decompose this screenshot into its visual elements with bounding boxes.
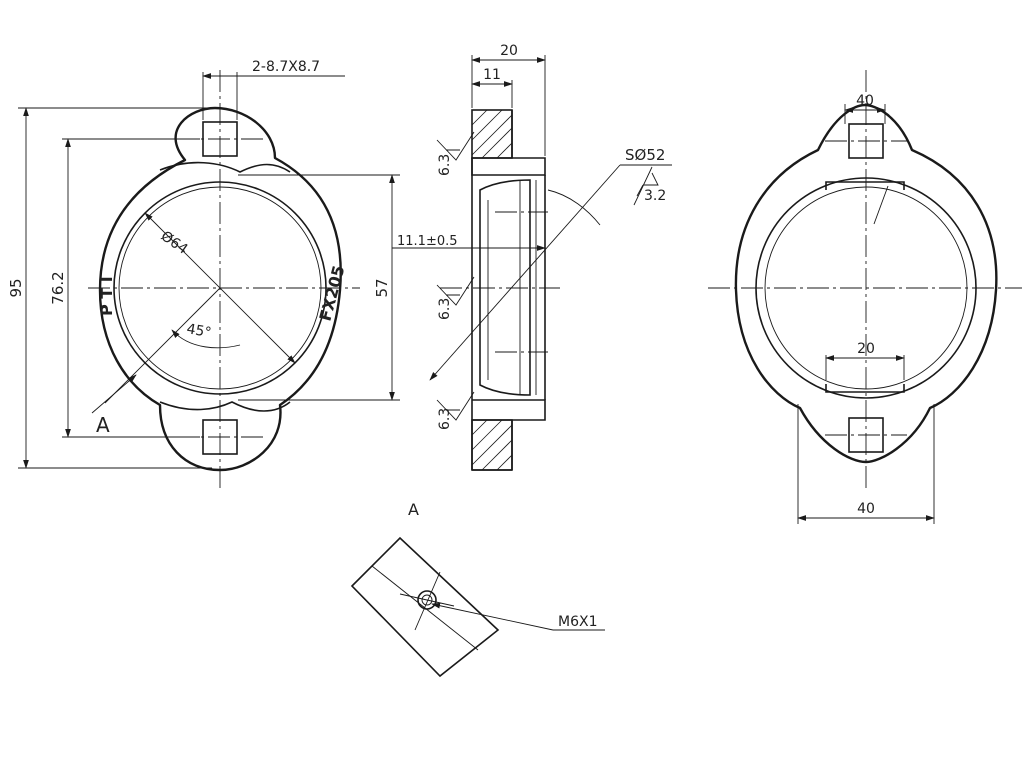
rear-groove-dim-text: 20 [857,341,875,357]
detail-outline [350,536,500,678]
section-label: A [96,413,110,437]
roughness-symbol-mid: 6.3 [436,276,475,320]
top-hatch [471,109,513,159]
thread-callout-text: M6X1 [558,614,597,630]
roughness-symbol-bottom: 6.3 [436,391,475,430]
pitch-dim-text: 76.2 [49,271,67,304]
sphere-leader [429,164,621,381]
flange-outline [98,106,342,472]
angle-dim-text: 45° [185,321,212,341]
brand-mark: P T I [97,276,116,316]
offset-dim-text: 11.1±0.5 [397,234,458,249]
rear-base-dim-text: 40 [857,501,875,517]
detail-title: A [408,500,419,519]
side-sphere-cavity [479,175,546,400]
side-hub-top [471,157,546,176]
roughness-3-2-text: 3.2 [644,188,666,204]
slot-callout-text: 2-8.7X8.7 [252,59,320,75]
thread-leader [431,602,554,631]
roughness-top-text: 6.3 [437,154,453,176]
flange-inner-top [159,161,291,173]
rear-top-groove [825,181,905,190]
bottom-hatch [471,419,513,471]
flange-dim-text: 11 [483,67,501,83]
angle-arc [171,329,241,349]
grease-nipple-outer [417,590,437,610]
detail-view: A M6X1 [350,500,605,678]
rear-top-dim-text: 40 [856,93,874,109]
sphere-arc [547,189,601,226]
rear-view: 40 20 40 [708,70,1022,524]
roughness-mid-text: 6.3 [437,298,453,320]
flange-inner-bottom [159,401,291,412]
roughness-3-2-symbol [633,166,659,206]
side-flange-bottom [471,419,513,471]
side-body [471,110,546,471]
side-view: 20 11 11.1±0.5 SØ52 3.2 6.3 6.3 6.3 [392,43,672,471]
angle-ray [104,287,221,404]
roughness-bottom-text: 6.3 [437,408,453,430]
grease-nipple-inner [421,594,433,606]
rear-flange-outline [734,103,998,464]
height-dim-text: 57 [373,278,391,297]
sphere-dia-text: SØ52 [625,146,665,164]
section-arrow [91,374,137,414]
front-view: 2-8.7X8.7 95 76.2 Ø64 45° A P T I FX205 … [7,59,400,492]
roughness-symbol-top: 6.3 [436,131,475,176]
overall-dim-text: 95 [7,278,25,297]
width-dim-text: 20 [500,43,518,59]
rear-bottom-groove [825,384,905,393]
